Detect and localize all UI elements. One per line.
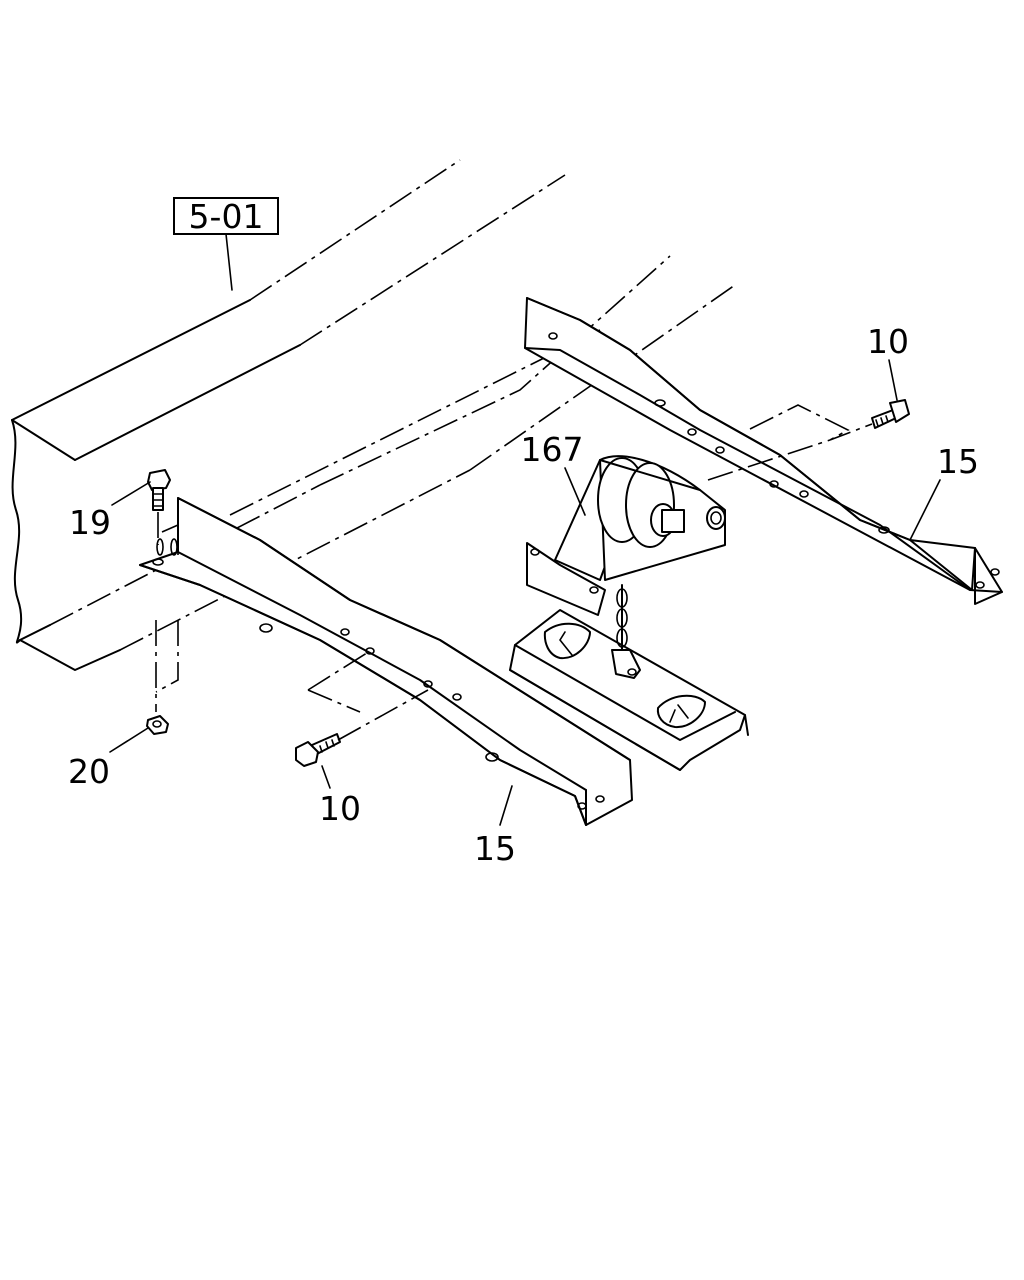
cross-channel bbox=[509, 609, 749, 771]
callout-bracket-right: 15 bbox=[937, 442, 979, 481]
bracket-right bbox=[524, 297, 1003, 605]
callout-bolt-vertical: 19 bbox=[69, 503, 111, 542]
callout-bolt-top-right: 10 bbox=[867, 322, 909, 361]
callout-bracket-left: 15 bbox=[474, 829, 516, 868]
spare-carrier bbox=[526, 455, 726, 679]
bolt-bottom bbox=[295, 650, 429, 767]
callout-spare-carrier: 167 bbox=[521, 430, 584, 469]
reference-box: 5-01 bbox=[173, 197, 279, 291]
nut bbox=[146, 620, 179, 735]
callouts: 10 15 167 19 20 10 15 bbox=[68, 322, 979, 868]
bolt-vertical bbox=[147, 469, 179, 555]
reference-label: 5-01 bbox=[189, 197, 264, 236]
callout-bolt-bottom: 10 bbox=[319, 789, 361, 828]
bracket-left bbox=[139, 497, 633, 826]
callout-nut: 20 bbox=[68, 752, 110, 791]
bolt-top-right bbox=[707, 399, 910, 481]
